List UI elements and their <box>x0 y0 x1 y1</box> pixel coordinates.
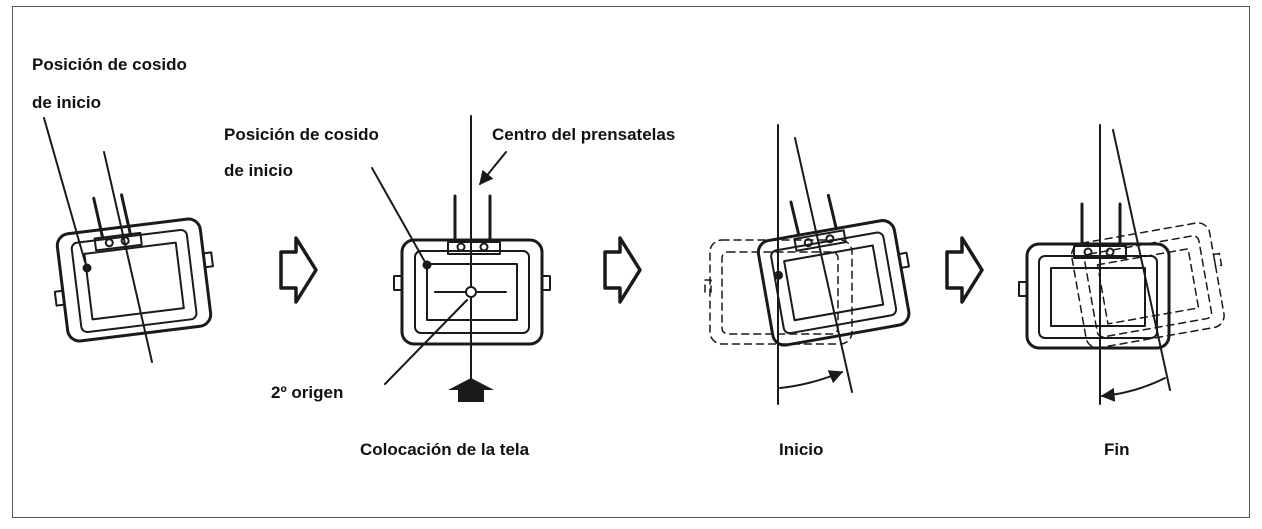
stage-arrow-1 <box>279 236 318 304</box>
stage-arrow-3 <box>945 236 984 304</box>
start-position-label-2a: Posición de cosido <box>224 125 379 144</box>
presser-center-label: Centro del prensatelas <box>492 125 676 144</box>
start-position-label-2b: de inicio <box>224 161 293 180</box>
end-label: Fin <box>1104 440 1130 459</box>
start-position-label-1a: Posición de cosido <box>32 55 187 74</box>
frame-stage-2 <box>371 115 551 399</box>
second-origin-label: 2º origen <box>271 383 344 402</box>
fabric-placement-label: Colocación de la tela <box>360 440 530 459</box>
start-position-label-1b: de inicio <box>32 93 101 112</box>
frame-stage-1 <box>43 117 214 363</box>
up-arrow <box>448 378 494 402</box>
start-label: Inicio <box>779 440 824 459</box>
frame-stage-3 <box>704 124 911 405</box>
stage-arrow-2 <box>603 236 642 304</box>
frame-stage-4 <box>1018 124 1225 405</box>
diagram-frame <box>12 6 1250 518</box>
